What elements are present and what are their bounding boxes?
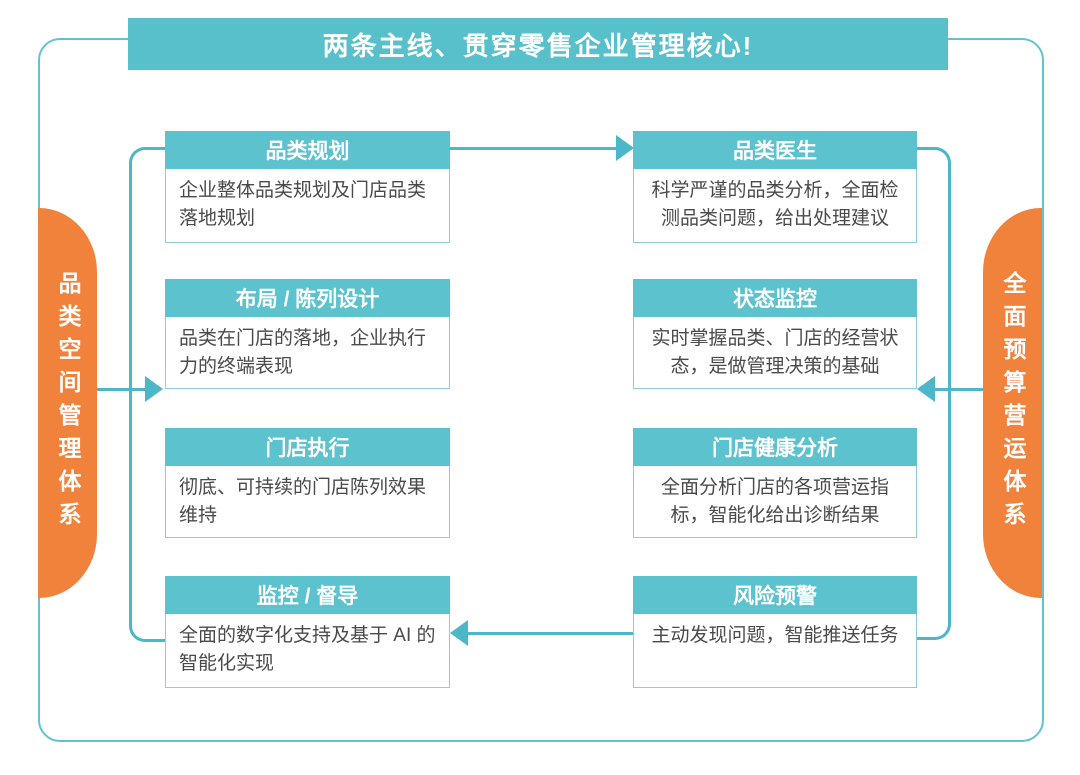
card-body: 实时掌握品类、门店的经营状态，是做管理决策的基础: [633, 317, 917, 389]
left-pill-arrow-line: [97, 388, 147, 391]
card-header: 门店执行: [165, 428, 450, 466]
card-header: 布局 / 陈列设计: [165, 279, 450, 317]
card-title: 品类规划: [265, 140, 350, 163]
card-layout-display-design: 布局 / 陈列设计 品类在门店的落地，企业执行力的终端表现: [165, 279, 450, 389]
card-header: 状态监控: [633, 279, 917, 317]
left-bracket-connector: [129, 147, 168, 642]
right-bracket-connector: [916, 147, 951, 640]
card-body: 主动发现问题，智能推送任务: [633, 614, 917, 688]
diagram-title-banner: 两条主线、贯穿零售企业管理核心!: [128, 18, 948, 70]
card-title: 风险预警: [733, 585, 817, 608]
left-pill-arrow-right-icon: [145, 376, 163, 402]
card-header: 品类医生: [633, 131, 917, 169]
bottom-arrow-left-icon: [450, 620, 468, 646]
card-body: 企业整体品类规划及门店品类落地规划: [165, 169, 450, 243]
card-body: 彻底、可持续的门店陈列效果维持: [165, 466, 450, 538]
right-system-pill: 全面预算营运体系: [983, 208, 1042, 598]
top-arrow-right-icon: [616, 135, 634, 161]
card-monitoring-supervision: 监控 / 督导 全面的数字化支持及基于 AI 的智能化实现: [165, 576, 450, 688]
card-header: 品类规划: [165, 131, 450, 169]
left-system-pill: 品类空间管理体系: [38, 208, 97, 598]
card-store-execution: 门店执行 彻底、可持续的门店陈列效果维持: [165, 428, 450, 538]
right-system-pill-label: 全面预算营运体系: [1000, 271, 1026, 535]
card-title: 品类医生: [733, 140, 817, 163]
card-header: 风险预警: [633, 576, 917, 614]
card-body: 科学严谨的品类分析，全面检测品类问题，给出处理建议: [633, 169, 917, 243]
card-title: 监控 / 督导: [256, 585, 359, 608]
card-status-monitoring: 状态监控 实时掌握品类、门店的经营状态，是做管理决策的基础: [633, 279, 917, 389]
card-store-health-analysis: 门店健康分析 全面分析门店的各项营运指标，智能化给出诊断结果: [633, 428, 917, 538]
card-title: 布局 / 陈列设计: [235, 288, 380, 311]
card-body: 全面分析门店的各项营运指标，智能化给出诊断结果: [633, 466, 917, 538]
card-category-doctor: 品类医生 科学严谨的品类分析，全面检测品类问题，给出处理建议: [633, 131, 917, 243]
card-title: 门店执行: [265, 437, 350, 460]
right-pill-arrow-line: [933, 388, 983, 391]
diagram-title: 两条主线、贯穿零售企业管理核心!: [322, 30, 754, 61]
card-body: 品类在门店的落地，企业执行力的终端表现: [165, 317, 450, 389]
card-risk-warning: 风险预警 主动发现问题，智能推送任务: [633, 576, 917, 688]
card-header: 门店健康分析: [633, 428, 917, 466]
top-arrow-line: [450, 147, 618, 150]
card-category-planning: 品类规划 企业整体品类规划及门店品类落地规划: [165, 131, 450, 243]
card-title: 状态监控: [733, 288, 817, 311]
card-title: 门店健康分析: [712, 437, 838, 460]
left-system-pill-label: 品类空间管理体系: [55, 271, 81, 535]
card-body: 全面的数字化支持及基于 AI 的智能化实现: [165, 614, 450, 688]
bottom-arrow-line: [466, 632, 633, 635]
right-pill-arrow-left-icon: [917, 376, 935, 402]
card-header: 监控 / 督导: [165, 576, 450, 614]
